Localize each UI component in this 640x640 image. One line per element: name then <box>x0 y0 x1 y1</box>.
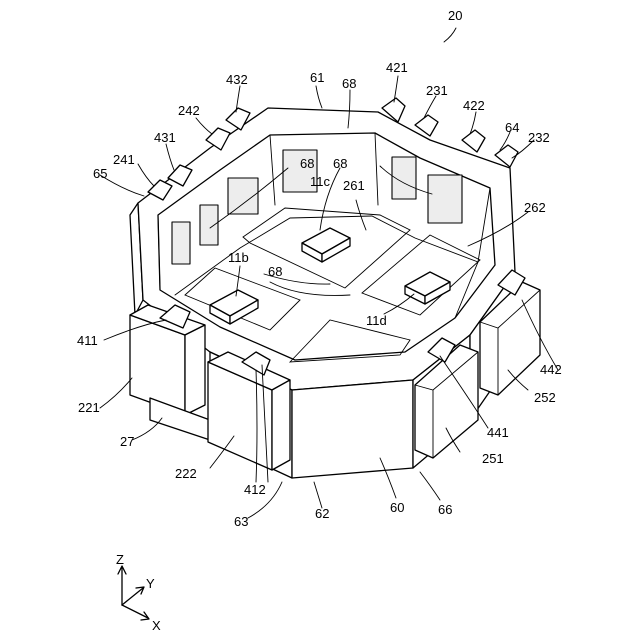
label-441: 441 <box>487 425 509 440</box>
axis-z-label: Z <box>116 552 124 567</box>
label-221: 221 <box>78 400 100 415</box>
window-68-left-a <box>172 222 190 264</box>
axis-y-label: Y <box>146 576 155 591</box>
label-422: 422 <box>463 98 485 113</box>
label-262: 262 <box>524 200 546 215</box>
clip-422 <box>462 130 485 152</box>
label-222: 222 <box>175 466 197 481</box>
label-261: 261 <box>343 178 365 193</box>
label-63: 63 <box>234 514 248 529</box>
clip-231 <box>415 115 438 136</box>
label-421: 421 <box>386 60 408 75</box>
label-432: 432 <box>226 72 248 87</box>
label-62: 62 <box>315 506 329 521</box>
label-27: 27 <box>120 434 134 449</box>
label-11d: 11d <box>366 313 387 328</box>
label-60: 60 <box>390 500 404 515</box>
label-64: 64 <box>505 120 519 135</box>
figure-number: 20 <box>448 8 462 23</box>
label-65: 65 <box>93 166 107 181</box>
label-242: 242 <box>178 103 200 118</box>
label-412: 412 <box>244 482 266 497</box>
label-241: 241 <box>113 152 135 167</box>
axis-y-arrow <box>122 588 143 605</box>
label-61: 61 <box>310 70 324 85</box>
label-442: 442 <box>540 362 562 377</box>
label-68-top: 68 <box>342 76 356 91</box>
frame-wall-front <box>292 380 413 478</box>
window-68-right-b <box>428 175 462 223</box>
label-252: 252 <box>534 390 556 405</box>
label-232: 232 <box>528 130 550 145</box>
label-11b: 11b <box>228 250 249 265</box>
label-68-b: 68 <box>333 156 347 171</box>
label-66: 66 <box>438 502 452 517</box>
label-431: 431 <box>154 130 176 145</box>
label-251: 251 <box>482 451 504 466</box>
label-68-c: 68 <box>268 264 282 279</box>
label-11c: 11c <box>310 174 330 189</box>
label-411: 411 <box>77 333 98 348</box>
window-68-left-b <box>200 205 218 245</box>
coordinate-axes: Z Y X <box>116 552 161 633</box>
axis-x-label: X <box>152 618 161 633</box>
label-231: 231 <box>426 83 448 98</box>
label-68-a: 68 <box>300 156 314 171</box>
